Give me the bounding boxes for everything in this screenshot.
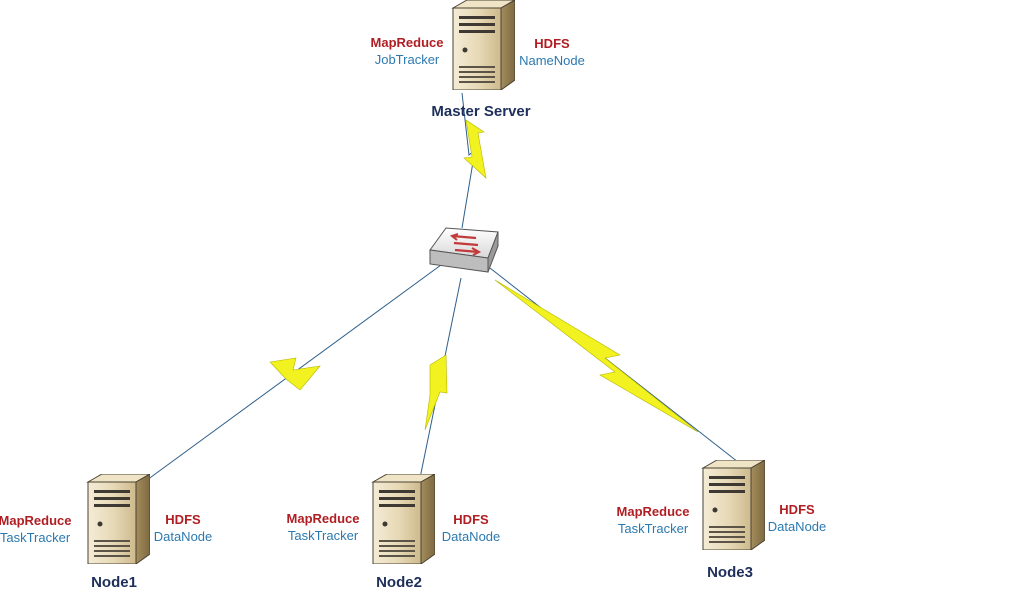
node1-hdfs-label: HDFS: [165, 512, 201, 527]
link-switch-node2: [419, 277, 462, 479]
node2-mapreduce-role: TaskTracker: [288, 528, 359, 543]
server-icon: [452, 0, 515, 90]
node3-mapreduce-label: MapReduce: [617, 504, 690, 519]
node1-hdfs-role: DataNode: [154, 529, 213, 544]
network-switch-icon: [429, 227, 499, 273]
node2-hdfs-label: HDFS: [453, 512, 489, 527]
node3-mapreduce-role: TaskTracker: [618, 521, 689, 536]
node1-name: Node1: [91, 574, 137, 591]
node3-name: Node3: [707, 564, 753, 581]
node2-mapreduce-label: MapReduce: [287, 511, 360, 526]
link-master-switch: [461, 92, 487, 229]
master-mapreduce-label: MapReduce: [371, 35, 444, 50]
node2: MapReduce TaskTracker HDFS DataNode Node…: [287, 474, 501, 591]
node3-hdfs-role: DataNode: [768, 519, 827, 534]
node1: MapReduce TaskTracker HDFS DataNode Node…: [0, 474, 212, 591]
server-icon: [702, 460, 765, 550]
node1-mapreduce-role: TaskTracker: [0, 530, 71, 545]
master-server-name: Master Server: [431, 103, 530, 120]
master-server: MapReduce JobTracker HDFS NameNode Maste…: [371, 0, 585, 120]
node3-hdfs-label: HDFS: [779, 502, 815, 517]
master-hdfs-role: NameNode: [519, 53, 585, 68]
node2-hdfs-role: DataNode: [442, 529, 501, 544]
server-icon: [372, 474, 435, 564]
server-icon: [87, 474, 150, 564]
link-switch-node3: [489, 267, 739, 463]
master-hdfs-label: HDFS: [534, 36, 570, 51]
node2-name: Node2: [376, 574, 422, 591]
node1-mapreduce-label: MapReduce: [0, 513, 71, 528]
node3: MapReduce TaskTracker HDFS DataNode Node…: [617, 460, 827, 581]
link-switch-node1: [146, 264, 442, 481]
master-mapreduce-role: JobTracker: [375, 52, 440, 67]
